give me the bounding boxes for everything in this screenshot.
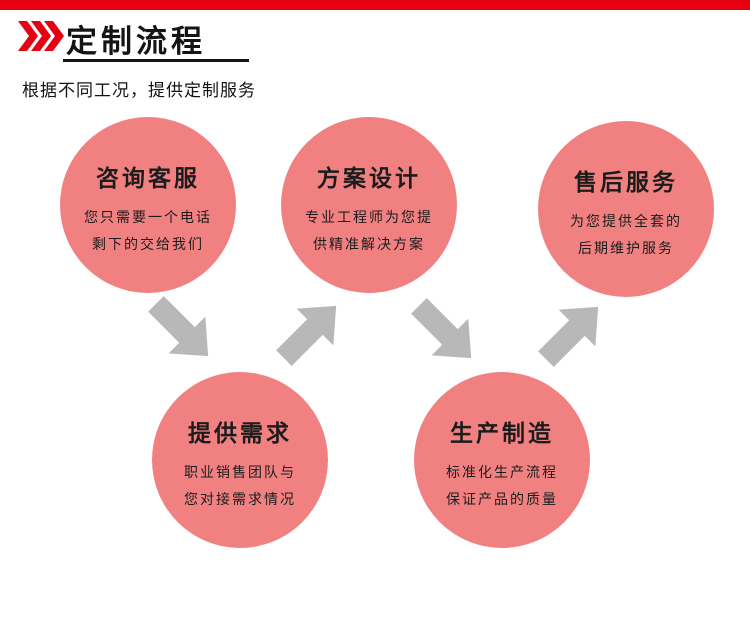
flow-step-production-manufacturing: 生产制造 标准化生产流程 保证产品的质量 xyxy=(414,372,590,548)
step-title: 售后服务 xyxy=(574,170,678,195)
flow-step-provide-requirements: 提供需求 职业销售团队与 您对接需求情况 xyxy=(152,372,328,548)
step-description-line: 标准化生产流程 xyxy=(446,466,558,481)
flow-step-solution-design: 方案设计 专业工程师为您提 供精准解决方案 xyxy=(281,117,457,293)
step-description-line: 后期维护服务 xyxy=(578,242,674,257)
flow-step-after-sales-service: 售后服务 为您提供全套的 后期维护服务 xyxy=(538,121,714,297)
title-underline xyxy=(63,59,249,62)
flow-arrow-down-right-icon xyxy=(400,287,489,376)
top-accent-bar xyxy=(0,0,750,10)
step-description-line: 您只需要一个电话 xyxy=(84,211,212,226)
step-description-line: 职业销售团队与 xyxy=(184,466,296,481)
step-description-line: 剩下的交给我们 xyxy=(92,238,204,253)
step-description-line: 保证产品的质量 xyxy=(446,493,558,508)
step-title: 提供需求 xyxy=(188,421,292,446)
step-title: 方案设计 xyxy=(317,166,421,191)
page-subtitle: 根据不同工况，提供定制服务 xyxy=(22,81,256,100)
page-title: 定制流程 xyxy=(66,24,206,59)
step-description-line: 专业工程师为您提 xyxy=(305,211,433,226)
step-title: 咨询客服 xyxy=(96,166,200,191)
step-description-line: 为您提供全套的 xyxy=(570,215,682,230)
flow-arrow-down-right-icon xyxy=(137,285,226,374)
flow-arrow-up-right-icon xyxy=(265,287,354,376)
triple-chevron-icon xyxy=(18,21,64,51)
step-description-line: 供精准解决方案 xyxy=(313,238,425,253)
step-description-line: 您对接需求情况 xyxy=(184,493,296,508)
flow-step-consult-service: 咨询客服 您只需要一个电话 剩下的交给我们 xyxy=(60,117,236,293)
flow-arrow-up-right-icon xyxy=(527,288,616,377)
step-title: 生产制造 xyxy=(450,421,554,446)
